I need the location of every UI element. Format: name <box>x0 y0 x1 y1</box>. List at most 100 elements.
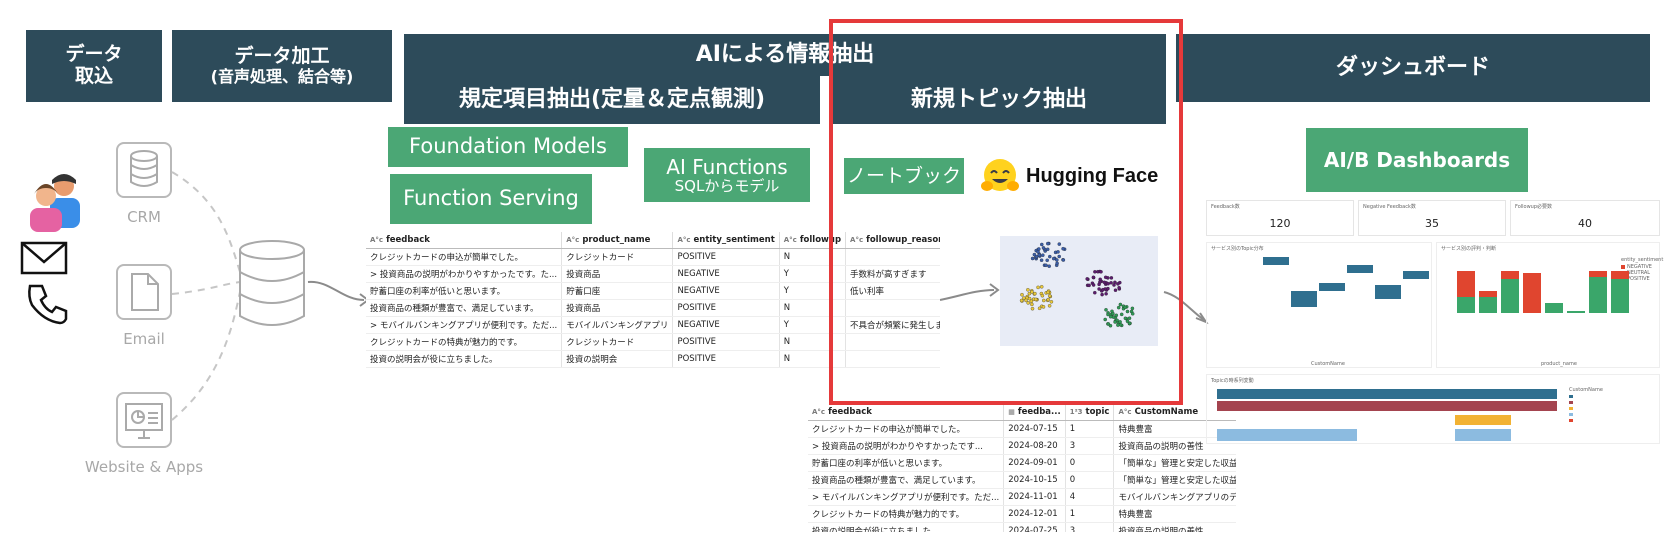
cluster-point <box>1051 256 1056 261</box>
aibi-dashboards-label: AI/B Dashboards <box>1323 148 1511 172</box>
cluster-point <box>1041 246 1046 250</box>
header-data-processing: データ加工 (音声処理、結合等) <box>172 30 392 102</box>
table-cell: 投資の説明会が役に立ちました。 <box>808 522 1005 532</box>
cluster-point <box>1045 247 1050 252</box>
cluster-point <box>1102 280 1107 285</box>
cluster-point <box>1046 290 1050 295</box>
table-cell: 1 <box>1065 420 1115 438</box>
hugging-face-logo: Hugging Face <box>980 156 1180 196</box>
table-cell: POSITIVE <box>672 299 780 317</box>
function-serving-box: Function Serving <box>390 174 592 224</box>
cluster-point <box>1103 317 1107 322</box>
kpi-card: Feedback数 120 <box>1206 200 1354 236</box>
header-ingest-line1: データ <box>65 43 123 66</box>
cluster-point <box>1057 242 1062 246</box>
cluster-point <box>1116 305 1121 310</box>
legend-item: POSITIVE <box>1627 276 1650 282</box>
header-process-sub: (音声処理、結合等) <box>210 66 354 86</box>
notebook-box: ノートブック <box>844 158 964 194</box>
chart-bar <box>1347 265 1373 273</box>
column-header-label: followup <box>799 235 842 245</box>
hugging-face-label: Hugging Face <box>1026 164 1159 187</box>
chart-bar <box>1545 303 1563 313</box>
cluster-point <box>1117 285 1121 290</box>
cluster-point <box>1130 312 1135 316</box>
table-cell: 投資商品 <box>561 265 674 283</box>
cluster-point <box>1111 311 1115 316</box>
cluster-point <box>1037 306 1042 311</box>
cluster-point <box>1039 258 1044 262</box>
header-fixed-items: 規定項目抽出(定量＆定点観測) <box>404 76 820 124</box>
cluster-point <box>1044 263 1048 268</box>
header-fixed-items-label: 規定項目抽出(定量＆定点観測) <box>458 87 766 113</box>
cluster-point <box>1108 314 1113 319</box>
table-cell: 特典豊富 <box>1113 420 1236 438</box>
column-header-label: feedback <box>386 235 430 245</box>
cluster-point <box>1055 261 1059 266</box>
kpi-label: Followup必要数 <box>1515 204 1553 210</box>
cluster-point <box>1040 242 1044 247</box>
table-cell: 2024-07-25 <box>1003 522 1066 532</box>
cluster-point <box>1032 252 1037 257</box>
cluster-point <box>1033 297 1038 302</box>
cluster-point <box>1112 283 1116 287</box>
table-cell: 不具合が頻繁に発生します <box>845 316 940 334</box>
chart-bar <box>1263 257 1289 265</box>
aibi-dashboards-box: AI/B Dashboards <box>1306 128 1528 192</box>
kpi-card: Negative Feedback数 35 <box>1358 200 1506 236</box>
chart-bar <box>1375 285 1401 299</box>
kpi-value: 35 <box>1425 217 1439 230</box>
foundation-models-box: Foundation Models <box>388 127 628 167</box>
header-ai-extraction: AIによる情報抽出 <box>404 34 1166 76</box>
cluster-point <box>1093 290 1097 295</box>
cluster-point <box>1030 306 1035 311</box>
web-connector <box>171 291 241 421</box>
table-cell: 投資商品 <box>561 299 674 317</box>
chart-bar <box>1319 283 1345 291</box>
table-cell: > モバイルバンキングアプリが便利です。ただ... <box>366 316 563 334</box>
cluster-point <box>1057 254 1061 259</box>
cluster-point <box>1093 270 1097 274</box>
cluster-point <box>1104 292 1108 296</box>
cluster-point <box>1037 253 1042 257</box>
cluster-point <box>1034 254 1039 259</box>
table-cell: POSITIVE <box>672 248 780 266</box>
timeline-band <box>1217 389 1557 399</box>
cluster-point <box>1108 323 1113 328</box>
header-new-topics: 新規トピック抽出 <box>832 76 1166 124</box>
column-header-label: feedback <box>828 407 872 417</box>
column-header[interactable]: ▦feedba... <box>1003 404 1066 421</box>
table-cell: 2024-08-20 <box>1003 437 1066 455</box>
table-cell: 3 <box>1065 437 1115 455</box>
cluster-point <box>1101 287 1105 292</box>
column-header-label: feedba... <box>1017 407 1061 417</box>
table-cell: 4 <box>1065 488 1115 506</box>
email-label: Email <box>123 330 165 348</box>
email-document-icon <box>116 264 172 320</box>
table-cell: 投資商品の説明の善性 <box>1113 437 1236 455</box>
cluster-point <box>1047 294 1052 298</box>
cluster-point <box>1047 264 1051 268</box>
foundation-models-label: Foundation Models <box>409 134 607 159</box>
table-cell: クレジットカード <box>561 248 674 266</box>
